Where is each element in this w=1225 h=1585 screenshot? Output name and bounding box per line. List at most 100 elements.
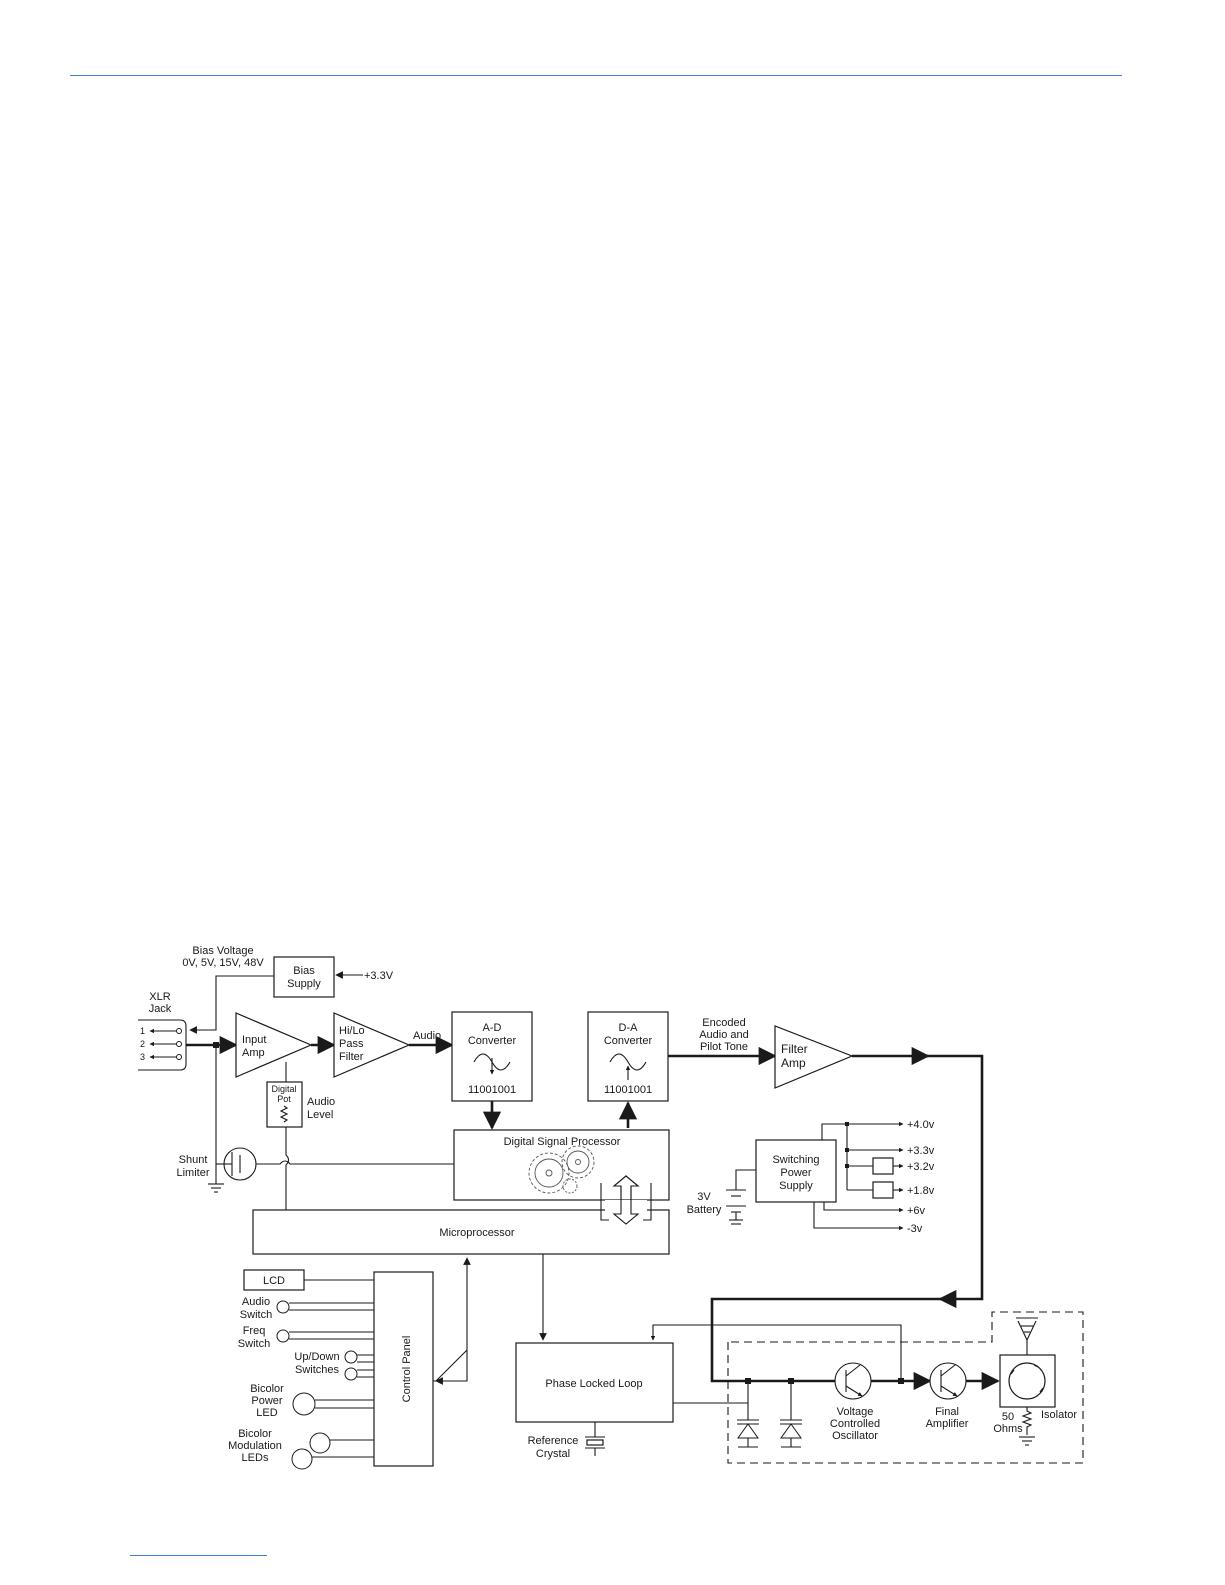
digital-pot-block (266, 1081, 303, 1128)
dsp-micro-link-left (600, 1183, 609, 1221)
crystal-label-2: Crystal (536, 1448, 570, 1460)
svg-text:Audio and: Audio and (699, 1029, 749, 1041)
updown-label-2: Switches (295, 1364, 340, 1376)
rf-path-left (710, 1297, 945, 1383)
rail-3v3: +3.3v (907, 1145, 935, 1157)
digital-pot-label-2: Pot (277, 1094, 291, 1104)
svg-text:Pilot Tone: Pilot Tone (700, 1041, 748, 1053)
rail-4v0: +4.0v (907, 1119, 935, 1131)
lcd-label: LCD (263, 1275, 285, 1287)
rf-path-right (926, 1054, 984, 1301)
cp-bus-hidden (435, 1349, 468, 1382)
mod-leds-label-3: LEDs (242, 1452, 269, 1464)
power-led-label: Bicolor (250, 1383, 284, 1395)
audio-switch-icon (276, 1300, 290, 1314)
junction-dot-3 (788, 1378, 794, 1384)
shunt-limiter-label: Shunt (179, 1154, 208, 1166)
rail-6v: +6v (907, 1205, 926, 1217)
dsp-label: Digital Signal Processor (504, 1136, 621, 1148)
dsp-micro-link-right (643, 1183, 652, 1221)
da-bits: 11001001 (604, 1084, 652, 1096)
cp-to-micro-bus (433, 1257, 471, 1382)
control-panel-label: Control Panel (401, 1336, 413, 1403)
input-amp-label: Input (242, 1034, 266, 1046)
xlr-jack-label-2: Jack (149, 1003, 172, 1015)
ground-icon-2 (1019, 1436, 1035, 1446)
varactor-1-icon (737, 1419, 759, 1448)
bias-voltage-label: Bias Voltage 0V, 5V, 15V, 48V (182, 945, 264, 969)
varactor-2-icon (780, 1419, 802, 1448)
final-amp-label-2: Amplifier (926, 1418, 969, 1430)
svg-text:3: 3 (140, 1052, 145, 1062)
ohms-label: 50 (1002, 1411, 1014, 1423)
svg-text:1: 1 (140, 1026, 145, 1036)
rail-neg3v: -3v (907, 1223, 923, 1235)
hilo-filter-label-2: Pass (339, 1038, 364, 1050)
encoded-audio-label: Encoded Audio and Pilot Tone (699, 1017, 749, 1053)
ohms-label-2: Ohms (993, 1423, 1023, 1435)
input-amp-triangle (235, 1012, 313, 1078)
antenna-icon (1016, 1317, 1038, 1341)
updown-label: Up/Down (294, 1351, 339, 1363)
ad-converter-label-2: Converter (468, 1035, 517, 1047)
da-converter-label: D-A (619, 1022, 639, 1034)
mod-leds-label-2: Modulation (228, 1440, 282, 1452)
pot-to-micro-wire (285, 1127, 290, 1210)
pll-label: Phase Locked Loop (545, 1378, 642, 1390)
control-panel-block (373, 1271, 434, 1467)
audio-level-label-2: Level (307, 1109, 333, 1121)
svg-text:Encoded: Encoded (702, 1017, 745, 1029)
bias-supply-block (273, 956, 335, 998)
junction-dot-2 (745, 1378, 751, 1384)
mod-leds-label: Bicolor (238, 1428, 272, 1440)
da-converter-label-2: Converter (604, 1035, 653, 1047)
dsp-micro-bus-icon (612, 1175, 640, 1225)
power-led-icon (292, 1392, 316, 1416)
audio-label: Audio (413, 1030, 441, 1042)
da-sine-icon (609, 1053, 647, 1071)
vco-label-3: Oscillator (832, 1430, 878, 1442)
digital-pot-label: Digital (271, 1084, 296, 1094)
filter-amp-label: Filter (781, 1042, 808, 1056)
filter-amp-label-2: Amp (781, 1056, 806, 1070)
junction-dot-4 (898, 1378, 904, 1384)
input-amp-label-2: Amp (242, 1047, 265, 1059)
final-amp-transistor-icon (929, 1362, 967, 1400)
isolator-arrows (1010, 1364, 1044, 1393)
rail-3v2: +3.2v (907, 1161, 935, 1173)
mod-led-1-icon (309, 1432, 331, 1454)
header-rule (70, 75, 1122, 76)
freq-switch-label: Freq (243, 1325, 266, 1337)
rail-1v8: +1.8v (907, 1185, 935, 1197)
up-switch-icon (344, 1350, 358, 1364)
battery-icon (726, 1189, 746, 1225)
dsp-micro-gap (605, 1200, 647, 1220)
footer-rule (130, 1555, 267, 1556)
load-resistor-icon (1021, 1407, 1033, 1435)
sps-label-3: Supply (779, 1180, 813, 1192)
isolator-circulator-icon (1008, 1362, 1046, 1400)
sps-label-2: Power (780, 1167, 812, 1179)
gears-icon (528, 1145, 595, 1194)
audio-switch-label-2: Switch (240, 1309, 272, 1321)
audio-switch-label: Audio (242, 1296, 270, 1308)
mod-led-2-icon (291, 1448, 313, 1470)
power-led-label-3: LED (256, 1407, 277, 1419)
rf-module-outline (727, 1311, 1084, 1464)
vco-transistor-icon (834, 1362, 872, 1400)
battery-label-2: Battery (687, 1204, 722, 1216)
voltage-rails (813, 1121, 904, 1231)
svg-text:2: 2 (140, 1039, 145, 1049)
vco-label-2: Controlled (830, 1418, 880, 1430)
hilo-filter-label-3: Filter (339, 1051, 364, 1063)
bias-supply-label-2: Supply (287, 978, 321, 990)
freq-switch-label-2: Switch (238, 1338, 270, 1350)
crystal-icon (585, 1436, 605, 1456)
battery-label: 3V (697, 1191, 711, 1203)
freq-switch-icon (276, 1329, 290, 1343)
resistor-icon (279, 1105, 289, 1123)
xlr-jack-label: XLR (149, 991, 170, 1003)
shunt-to-dsp-wire (256, 1160, 454, 1165)
final-amp-label: Final (935, 1406, 959, 1418)
